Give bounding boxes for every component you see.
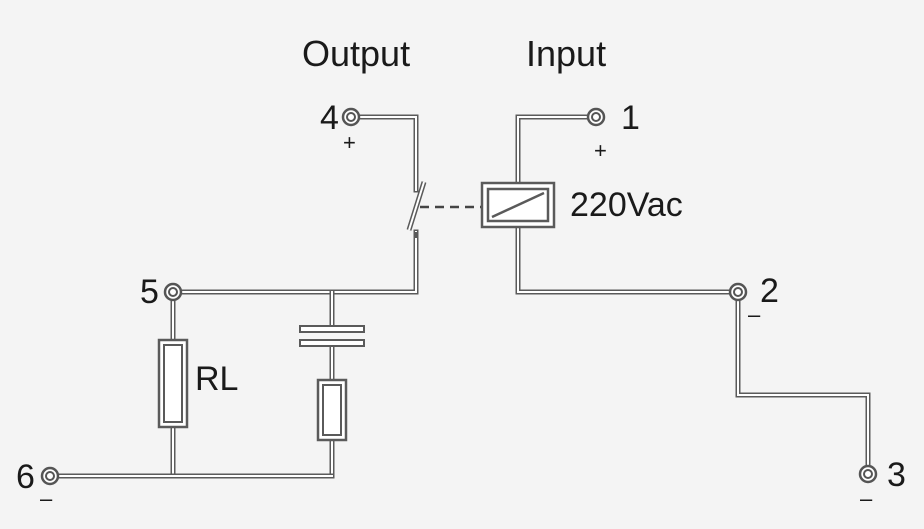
terminal-6[interactable] <box>40 466 60 486</box>
terminal-1-screw <box>591 112 601 122</box>
terminal-1-label: 1 <box>621 99 640 137</box>
terminal-2-polarity: – <box>748 302 761 327</box>
terminal-4-screw <box>346 112 356 122</box>
terminal-3[interactable] <box>858 464 878 484</box>
relay-contact-switch <box>406 181 427 238</box>
terminal-6-screw <box>45 471 55 481</box>
wire-terminal-4-to-switch <box>357 114 419 193</box>
terminal-4-polarity: + <box>343 130 356 155</box>
terminal-3-label: 3 <box>887 456 906 494</box>
terminal-3-polarity: – <box>860 486 873 511</box>
terminal-1-polarity: + <box>594 138 607 163</box>
wires <box>55 114 871 479</box>
terminal-4[interactable] <box>341 107 361 127</box>
wire-coil-to-terminal-2 <box>515 224 732 295</box>
terminal-2-label: 2 <box>760 272 779 310</box>
snubber-resistor <box>316 378 348 442</box>
relay-coil <box>480 181 556 229</box>
wire-terminal-1-to-coil <box>515 114 590 186</box>
coil-rating-label: 220Vac <box>570 186 683 224</box>
terminal-3-screw <box>863 469 873 479</box>
load-label: RL <box>195 360 238 398</box>
terminal-4-label: 4 <box>320 99 339 137</box>
terminal-2[interactable] <box>728 282 748 302</box>
load-resistor <box>157 338 189 429</box>
terminal-5-label: 5 <box>140 273 159 311</box>
wire-terminal-2-to-terminal-3 <box>735 299 871 469</box>
terminal-5[interactable] <box>163 282 183 302</box>
terminal-2-screw <box>733 287 743 297</box>
terminal-5-screw <box>168 287 178 297</box>
snubber-capacitor <box>299 325 365 347</box>
terminal-1[interactable] <box>586 107 606 127</box>
input-heading: Input <box>526 33 606 74</box>
terminal-6-label: 6 <box>16 458 35 496</box>
terminal-6-polarity: – <box>40 486 53 511</box>
wire-switch-to-terminal-5 <box>179 229 419 295</box>
output-heading: Output <box>302 33 410 74</box>
